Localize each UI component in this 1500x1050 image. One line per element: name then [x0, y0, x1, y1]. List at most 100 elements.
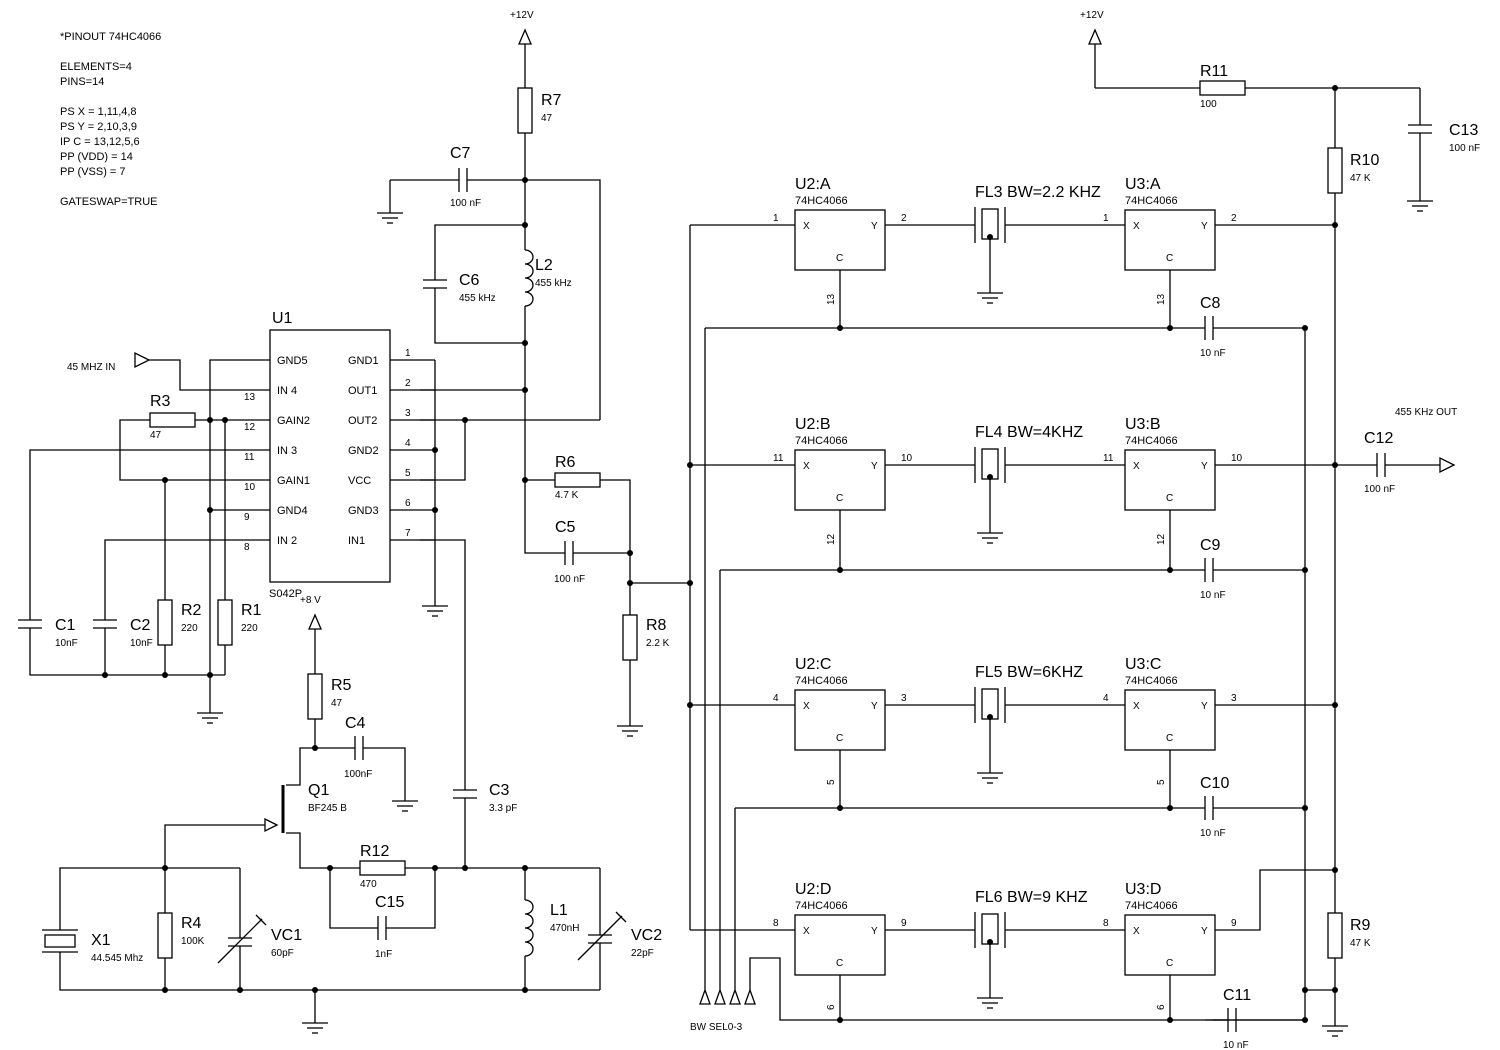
switch-part: 74HC4066 [795, 675, 848, 687]
c6: C6 455 kHz [423, 224, 525, 344]
u1-pin-name: IN 4 [277, 385, 297, 397]
switch-pin-number: 1 [1103, 213, 1109, 224]
switch-pin-number: 3 [901, 693, 907, 704]
u1-pin-name: OUT2 [348, 415, 377, 427]
input-port-label: 45 MHZ IN [67, 362, 115, 373]
bypass-capacitor: C11 10 nF [1205, 987, 1251, 1050]
switch-pin-y: Y [1201, 461, 1208, 472]
note-title: *PINOUT 74HC4066 [60, 31, 161, 43]
bypass-capacitor-val: 10 nF [1223, 1040, 1249, 1050]
u1-pin-name: GND3 [348, 505, 379, 517]
x1: X1 44.545 Mhz [42, 867, 600, 991]
c7: C7 100 nF [376, 145, 525, 224]
r1: R1 220 [217, 417, 262, 675]
note-gateswap: GATESWAP=TRUE [60, 196, 158, 208]
u1-pin-number: 6 [405, 498, 411, 509]
bypass-capacitor-ref: C9 [1200, 537, 1221, 554]
u1-pin-number: 13 [244, 392, 256, 403]
c4-val: 100nF [344, 769, 372, 780]
filter-label: FL4 BW=4KHZ [975, 424, 1083, 441]
r6-ref: R6 [555, 454, 576, 471]
filter-label: FL6 BW=9 KHZ [975, 889, 1088, 906]
u1-pin-number: 3 [405, 408, 411, 419]
bypass-capacitor-ref: C11 [1223, 987, 1251, 1004]
switch-pin-number: 5 [826, 779, 837, 785]
ceramic-filter: FL6 BW=9 KHZ [974, 889, 1088, 1009]
ceramic-filter: FL3 BW=2.2 KHZ [974, 184, 1101, 304]
switch-pin-number: 12 [826, 533, 837, 545]
switch-pin-number: 4 [773, 693, 779, 704]
u1-pin-number: 12 [244, 422, 256, 433]
note-vss: PP (VSS) = 7 [60, 166, 126, 178]
switch-pin-y: Y [871, 221, 878, 232]
switch-pin-number: 6 [1156, 1004, 1167, 1010]
vc2: VC2 22pF [577, 868, 662, 990]
switch-pin-number: 9 [1231, 918, 1237, 929]
r2-val: 220 [181, 623, 198, 634]
u1-pin-number: 7 [405, 528, 411, 539]
bypass-capacitor-val: 10 nF [1200, 828, 1226, 839]
note-psy: PS Y = 2,10,3,9 [60, 121, 137, 133]
note-psx: PS X = 1,11,4,8 [60, 106, 137, 118]
supply-8v-label: +8 V [300, 595, 321, 606]
supply-8v: +8 V [300, 595, 322, 674]
switch-pin-c: C [1166, 253, 1173, 264]
r12-ref: R12 [360, 843, 389, 860]
c5-val: 100 nF [554, 574, 585, 585]
r4-ref: R4 [181, 915, 202, 932]
r9: R9 47 K [1321, 912, 1371, 1037]
r2-ref: R2 [181, 602, 202, 619]
switch-pin-x: X [1133, 701, 1140, 712]
r3-ref: R3 [150, 393, 171, 410]
q1: Q1 BF245 B [164, 747, 347, 869]
switch-pin-c: C [1166, 958, 1173, 969]
switch-pin-number: 13 [1156, 293, 1167, 305]
q1-ref: Q1 [308, 782, 329, 799]
switch-pin-number: 2 [901, 213, 907, 224]
switch-pin-c: C [1166, 493, 1173, 504]
switch-pin-number: 3 [1231, 693, 1237, 704]
filter-label: FL3 BW=2.2 KHZ [975, 184, 1101, 201]
switch-pin-y: Y [1201, 221, 1208, 232]
c6-val: 455 kHz [459, 293, 496, 304]
switch-pin-y: Y [1201, 701, 1208, 712]
u1-pin-name: IN 2 [277, 535, 297, 547]
supply-12v-right-label: +12V [1080, 10, 1104, 21]
switch-pin-number: 12 [1156, 533, 1167, 545]
r12-val: 470 [360, 879, 377, 890]
c4: C4 100nF [315, 715, 419, 812]
c1-val: 10nF [55, 638, 78, 649]
r9-val: 47 K [1350, 938, 1371, 949]
r7-val: 47 [541, 113, 553, 124]
supply-12v-left-label: +12V [510, 10, 534, 21]
c3-val: 3.3 pF [489, 803, 517, 814]
r8: R8 2.2 K [616, 614, 670, 737]
vc2-ref: VC2 [631, 927, 662, 944]
note-pins: PINS=14 [60, 76, 104, 88]
c5-ref: C5 [555, 519, 576, 536]
r2: R2 220 [157, 480, 202, 675]
switch-pin-c: C [836, 733, 843, 744]
bypass-capacitor-ref: C10 [1200, 775, 1229, 792]
c7-ref: C7 [450, 145, 471, 162]
switch-pin-number: 5 [1156, 779, 1167, 785]
bypass-capacitor: C10 10 nF [1200, 775, 1229, 839]
x1-ref: X1 [91, 932, 111, 949]
switch-ref: U2:D [795, 881, 831, 898]
l1: L1 470nH [524, 868, 579, 990]
l1-val: 470nH [550, 923, 579, 934]
r11-ref: R11 [1200, 63, 1228, 80]
switch-pin-number: 11 [773, 453, 784, 464]
r8-ref: R8 [646, 617, 667, 634]
switch-ref: U2:A [795, 176, 831, 193]
